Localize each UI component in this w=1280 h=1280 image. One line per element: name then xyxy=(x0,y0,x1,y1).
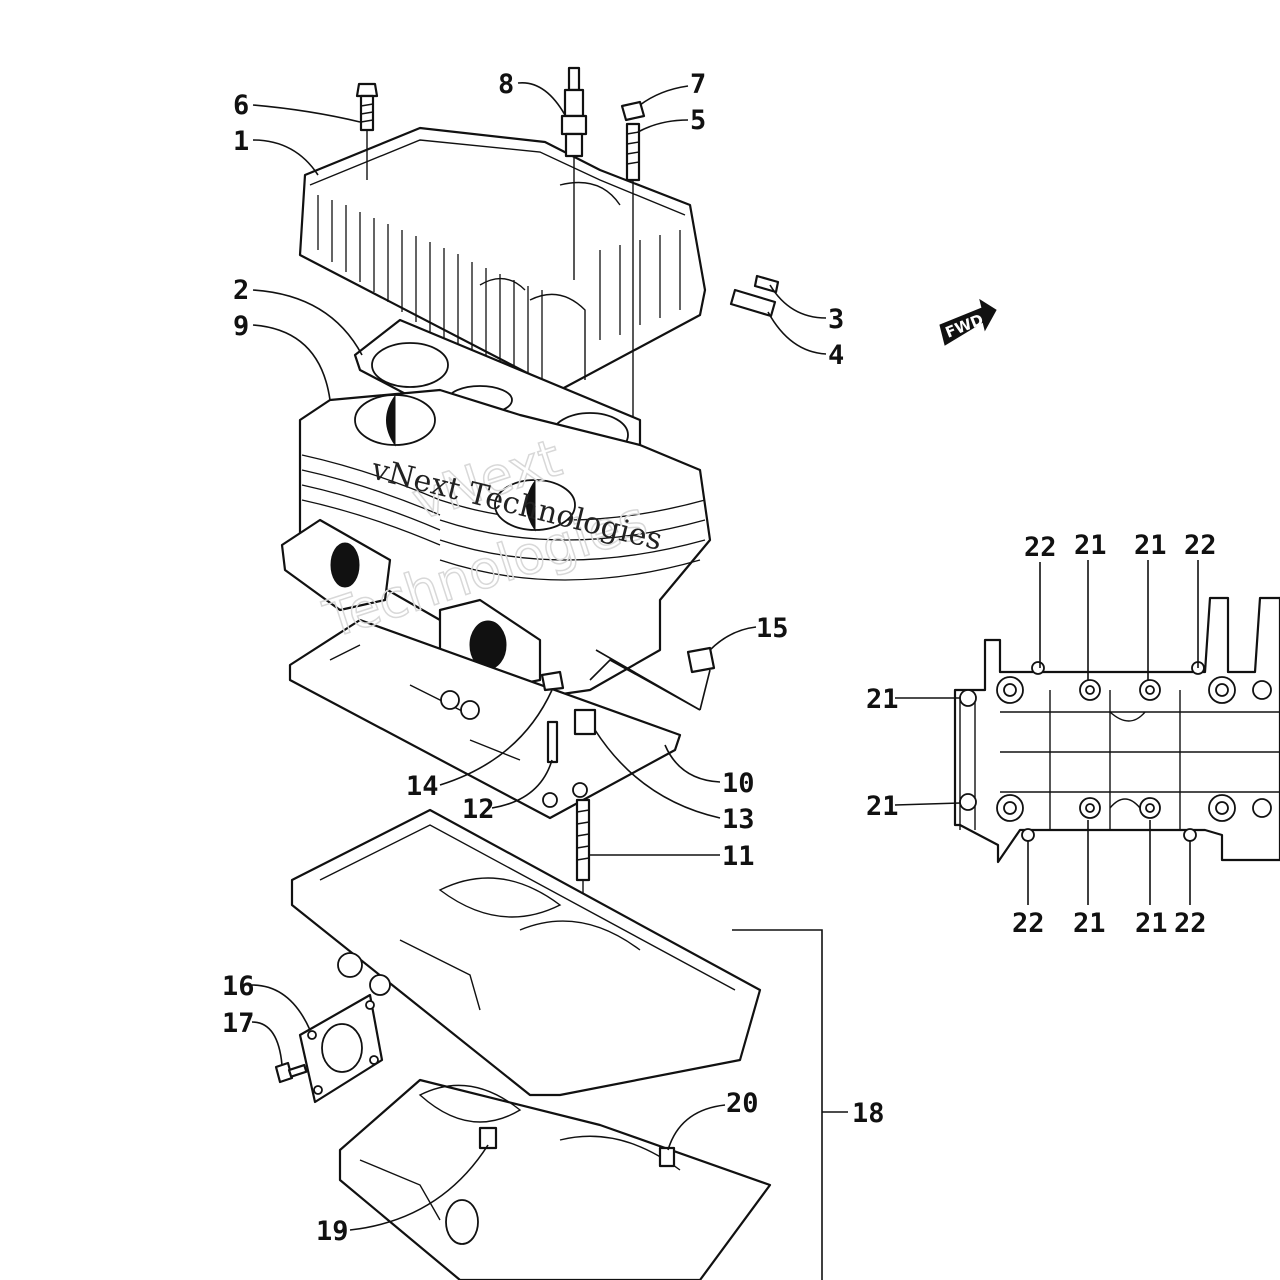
base-gasket xyxy=(288,618,682,820)
callout-8: 8 xyxy=(498,69,514,100)
intake-flange xyxy=(298,993,384,1104)
callout-inset-left-2: 21 xyxy=(866,791,899,822)
callout-16: 16 xyxy=(222,971,255,1002)
spark-plug xyxy=(560,66,588,280)
callout-5: 5 xyxy=(690,105,706,136)
callout-labels: 6 1 8 7 5 2 9 3 4 15 10 14 12 13 11 16 1… xyxy=(222,69,1217,1247)
callout-19: 19 xyxy=(316,1216,349,1247)
dowel-pin xyxy=(573,708,597,736)
fwd-direction-badge: FWD xyxy=(939,298,997,346)
crankcase-bracket xyxy=(732,929,823,1280)
callout-inset-top-1: 22 xyxy=(1024,532,1057,563)
callout-inset-top-2: 21 xyxy=(1074,530,1107,561)
callout-20: 20 xyxy=(726,1088,759,1119)
callout-12: 12 xyxy=(462,794,495,825)
crankcase-upper xyxy=(290,808,762,1097)
callout-inset-bottom-1: 22 xyxy=(1012,908,1045,939)
decal-small xyxy=(753,274,780,294)
head-stud xyxy=(625,122,641,420)
callout-inset-bottom-2: 21 xyxy=(1073,908,1106,939)
base-stud-short xyxy=(546,720,559,764)
crankcase-bolt-inset xyxy=(953,596,1280,864)
head-cooling-fins xyxy=(317,195,681,382)
callout-4: 4 xyxy=(828,340,844,371)
callout-3: 3 xyxy=(828,304,844,335)
callout-inset-left-1: 21 xyxy=(866,684,899,715)
callout-10: 10 xyxy=(722,768,755,799)
callout-14: 14 xyxy=(406,771,439,802)
callout-inset-top-3: 21 xyxy=(1134,530,1167,561)
callout-17: 17 xyxy=(222,1008,255,1039)
head-nut xyxy=(620,100,646,122)
cylinder-fins xyxy=(301,454,706,581)
washer-nut xyxy=(540,670,565,692)
callout-6: 6 xyxy=(233,90,249,121)
cylinder-block xyxy=(280,388,712,702)
cylinder-head xyxy=(298,126,707,392)
head-bolt xyxy=(355,82,379,180)
cylinder-nut xyxy=(686,646,716,674)
exhaust-port xyxy=(280,518,392,612)
callout-2: 2 xyxy=(233,275,249,306)
leader-lines xyxy=(251,82,1199,1231)
callout-inset-top-4: 22 xyxy=(1184,530,1217,561)
callout-9: 9 xyxy=(233,311,249,342)
callout-1: 1 xyxy=(233,126,249,157)
callout-inset-bottom-3: 21 xyxy=(1135,908,1168,939)
flange-screw xyxy=(274,1061,308,1084)
callout-18: 18 xyxy=(852,1098,885,1129)
callout-7: 7 xyxy=(690,69,706,100)
crankcase-dowel-right xyxy=(658,1146,676,1168)
callout-inset-bottom-4: 22 xyxy=(1174,908,1207,939)
callout-11: 11 xyxy=(722,841,755,872)
callout-13: 13 xyxy=(722,804,755,835)
callout-15: 15 xyxy=(756,613,789,644)
crankcase-dowel-left xyxy=(478,1126,498,1150)
